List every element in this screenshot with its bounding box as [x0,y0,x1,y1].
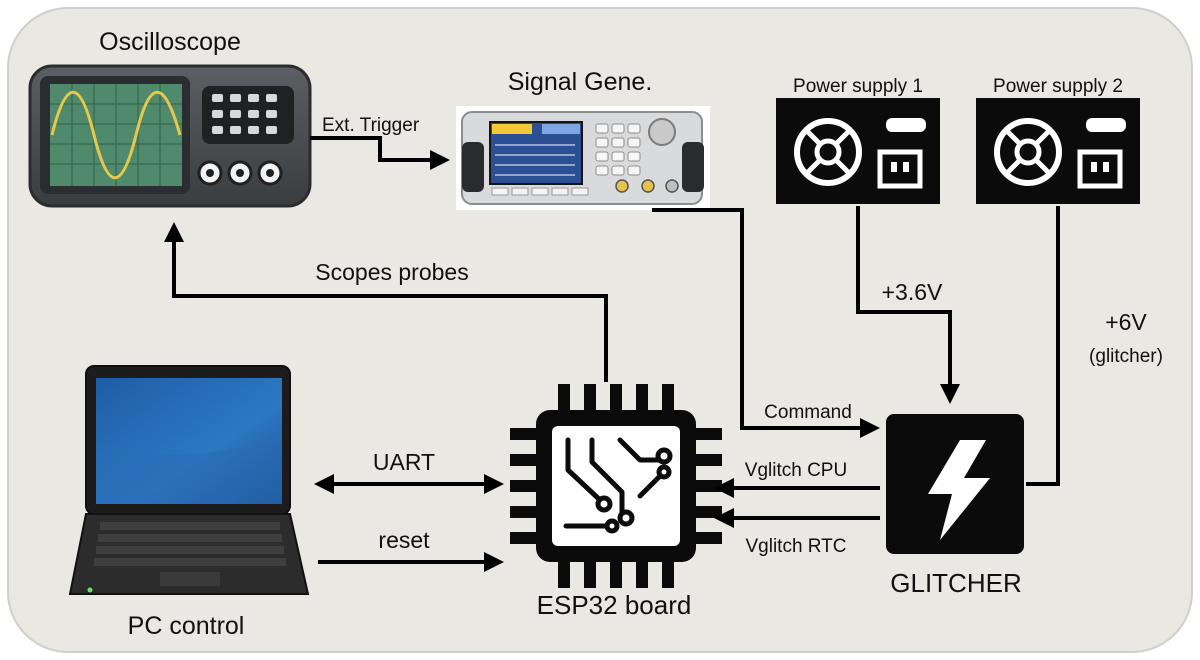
ps2-supply-sublabel: (glitcher) [1089,346,1163,367]
ext-trigger-connector [310,136,450,170]
ps2-supply-connector [1026,206,1060,486]
signal-generator-icon [456,106,710,210]
esp32-label: ESP32 board [537,590,692,620]
power-supply-2-label: Power supply 2 [993,76,1123,97]
ps2-supply-label: +6V [1105,309,1147,335]
glitcher-label: GLITCHER [890,568,1021,598]
power-supply-1-icon [776,98,940,204]
lightning-bolt-icon [886,414,1024,554]
ext-trigger-label: Ext. Trigger [322,115,420,136]
scope-probes-connector [164,222,608,382]
power-supply-2-icon [976,98,1140,204]
ps1-supply-label: +3.6V [882,279,943,305]
pc-control-label: PC control [128,612,245,640]
power-supply-1-label: Power supply 1 [793,76,923,97]
reset-label: reset [378,527,430,553]
chip-icon [510,384,722,588]
vglitch-rtc-label: Vglitch RTC [745,536,846,557]
oscilloscope-label: Oscilloscope [99,28,241,56]
ps1-supply-connector [856,206,960,404]
oscilloscope-icon [28,64,312,208]
vglitch-cpu-label: Vglitch CPU [745,460,847,481]
command-connector [652,208,880,438]
scope-probes-label: Scopes probes [315,259,468,285]
laptop-icon [68,365,310,595]
command-label: Command [764,402,852,423]
signal-generator-label: Signal Gene. [508,68,653,96]
uart-label: UART [373,449,435,475]
